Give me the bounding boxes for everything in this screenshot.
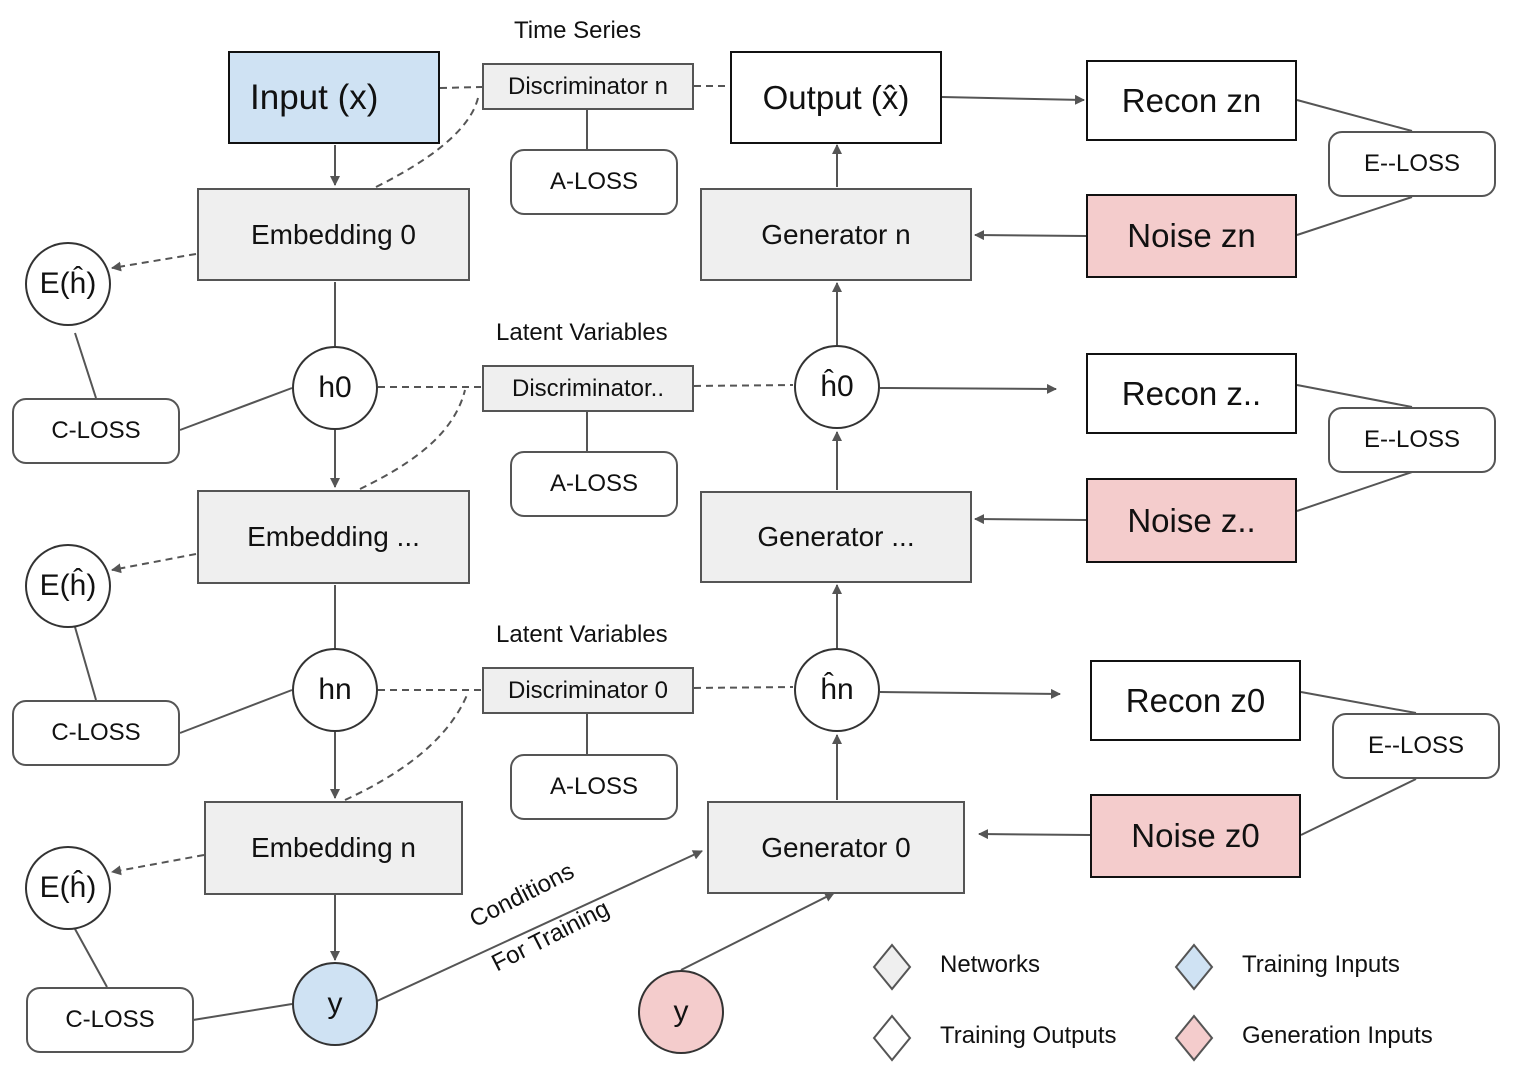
input-x-node: Input (x) — [228, 51, 440, 144]
embedding-0-label: Embedding 0 — [250, 218, 416, 250]
c-loss-3: C-LOSS — [26, 987, 194, 1053]
embedding-0-node: Embedding 0 — [197, 188, 470, 281]
hn-node: hn — [292, 648, 378, 732]
embedding-n-label: Embedding n — [250, 832, 416, 863]
e-loss-1: E--LOSS — [1328, 131, 1496, 197]
embedding-n-node: Embedding n — [204, 801, 463, 895]
generator-n-node: Generator n — [700, 188, 972, 281]
discriminator-0-node: Discriminator 0 — [482, 667, 694, 714]
y-training-label: y — [327, 987, 343, 1020]
y-generation-label: y — [673, 995, 689, 1028]
e-loss-label-3: E--LOSS — [1367, 732, 1465, 759]
entropy-node-2: E(ĥ) — [25, 544, 111, 628]
e-loss-2: E--LOSS — [1328, 407, 1496, 473]
e-loss-label-2: E--LOSS — [1363, 426, 1461, 453]
legend-training-inputs-diamond — [1174, 943, 1214, 991]
entropy-label-3: E(ĥ) — [39, 871, 97, 904]
time-series-label: Time Series — [514, 17, 642, 44]
legend-generation-inputs-diamond — [1174, 1014, 1214, 1062]
legend-training-outputs-diamond — [872, 1014, 912, 1062]
noise-mid-node: Noise z.. — [1086, 478, 1297, 563]
c-loss-1: C-LOSS — [12, 398, 180, 464]
a-loss-label-1: A-LOSS — [549, 168, 639, 195]
latent-variables-label-1: Latent Variables — [496, 319, 668, 346]
hn-hat-label: ĥn — [820, 673, 854, 706]
hn-label: hn — [318, 673, 352, 706]
generator-mid-node: Generator ... — [700, 491, 972, 583]
recon-z0-node: Recon z0 — [1090, 660, 1301, 741]
entropy-label-1: E(ĥ) — [39, 267, 97, 300]
generator-mid-label: Generator ... — [757, 521, 915, 552]
a-loss-1: A-LOSS — [510, 149, 678, 215]
recon-mid-label: Recon z.. — [1121, 374, 1262, 412]
generator-0-label: Generator 0 — [761, 831, 911, 863]
entropy-node-1: E(ĥ) — [25, 242, 111, 326]
output-x-hat-label: Output (x̂) — [762, 78, 910, 116]
c-loss-label-2: C-LOSS — [51, 719, 141, 746]
generator-0-node: Generator 0 — [707, 801, 965, 894]
legend-networks-label: Networks — [940, 951, 1041, 978]
h0-hat-node: ĥ0 — [794, 345, 880, 429]
noise-zn-node: Noise zn — [1086, 194, 1297, 278]
noise-mid-label: Noise z.. — [1127, 501, 1256, 539]
generator-n-label: Generator n — [761, 218, 911, 250]
c-loss-2: C-LOSS — [12, 700, 180, 766]
discriminator-0-label: Discriminator 0 — [507, 676, 669, 704]
c-loss-label-1: C-LOSS — [51, 417, 141, 444]
recon-z0-label: Recon z0 — [1125, 681, 1266, 719]
entropy-label-2: E(ĥ) — [39, 569, 97, 602]
input-x-label: Input (x) — [250, 77, 379, 117]
latent-variables-label-2: Latent Variables — [496, 621, 668, 648]
legend-training-inputs-label: Training Inputs — [1242, 951, 1400, 978]
embedding-mid-node: Embedding ... — [197, 490, 470, 584]
entropy-node-3: E(ĥ) — [25, 846, 111, 930]
h0-node: h0 — [292, 346, 378, 430]
noise-zn-label: Noise zn — [1127, 217, 1256, 254]
a-loss-3: A-LOSS — [510, 754, 678, 820]
embedding-mid-label: Embedding ... — [247, 521, 420, 552]
noise-z0-node: Noise z0 — [1090, 794, 1301, 878]
y-generation-node: y — [638, 970, 724, 1054]
recon-zn-label: Recon zn — [1121, 81, 1262, 119]
e-loss-3: E--LOSS — [1332, 713, 1500, 779]
discriminator-n-node: Discriminator n — [482, 63, 694, 110]
noise-z0-label: Noise z0 — [1131, 817, 1260, 854]
discriminator-mid-node: Discriminator.. — [482, 365, 694, 412]
recon-zn-node: Recon zn — [1086, 60, 1297, 141]
a-loss-2: A-LOSS — [510, 451, 678, 517]
h0-label: h0 — [318, 371, 352, 404]
legend-networks-diamond — [872, 943, 912, 991]
discriminator-mid-label: Discriminator.. — [511, 374, 665, 402]
legend-generation-inputs-label: Generation Inputs — [1242, 1022, 1433, 1049]
recon-mid-node: Recon z.. — [1086, 353, 1297, 434]
h0-hat-label: ĥ0 — [820, 370, 854, 403]
discriminator-n-label: Discriminator n — [507, 72, 669, 100]
c-loss-label-3: C-LOSS — [65, 1006, 155, 1033]
y-training-node: y — [292, 962, 378, 1046]
legend-training-outputs-label: Training Outputs — [940, 1022, 1117, 1049]
a-loss-label-2: A-LOSS — [549, 470, 639, 497]
output-x-hat-node: Output (x̂) — [730, 51, 942, 144]
hn-hat-node: ĥn — [794, 648, 880, 732]
a-loss-label-3: A-LOSS — [549, 773, 639, 800]
e-loss-label-1: E--LOSS — [1363, 150, 1461, 177]
